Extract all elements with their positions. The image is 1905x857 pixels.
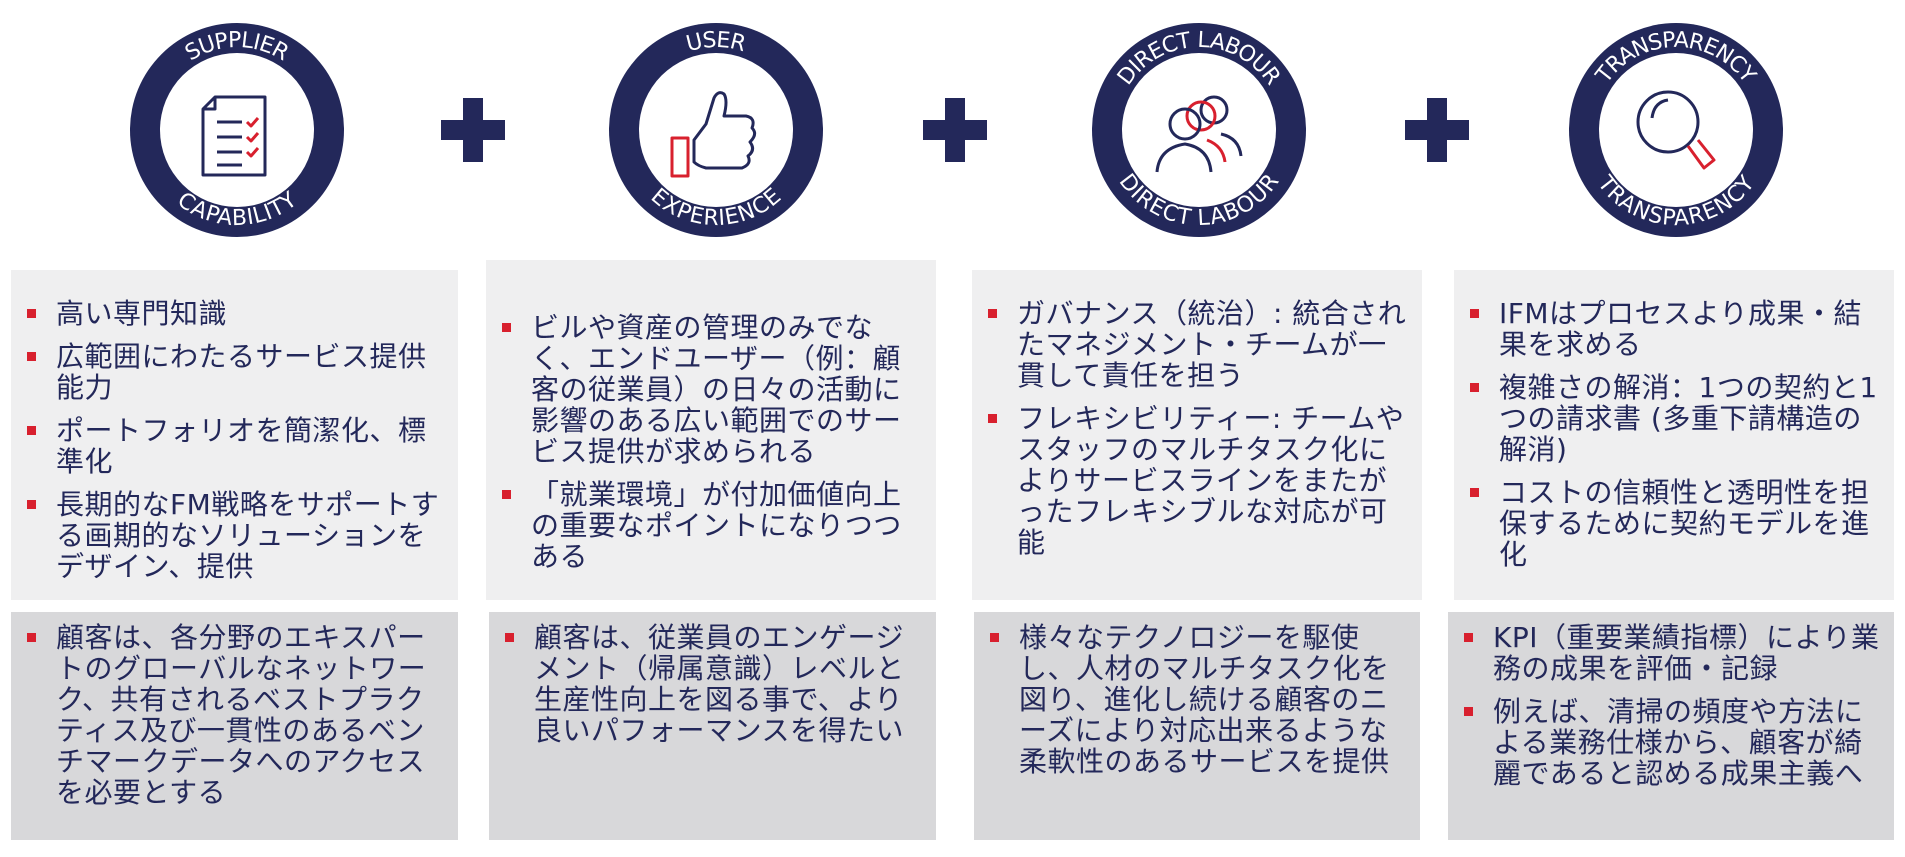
list-item: 様々なテクノロジーを駆使し、人材のマルチタスク化を図り、進化し続ける顧客のニーズ… (974, 622, 1406, 777)
plus-icon (920, 95, 990, 165)
column-3-bottom-panel: 様々なテクノロジーを駆使し、人材のマルチタスク化を図り、進化し続ける顧客のニーズ… (974, 612, 1420, 840)
column-3-top-list: ガバナンス（統治）: 統合されたマネジメント・チームが一貫して責任を担う フレキ… (972, 298, 1408, 558)
list-item: ビルや資産の管理のみでなく、エンドユーザー（例：顧客の従業員）の日々の活動に影響… (486, 312, 922, 467)
separator (972, 600, 1422, 604)
column-1-top-list: 高い専門知識 広範囲にわたるサービス提供能力 ポートフォリオを簡潔化、標準化 長… (11, 298, 444, 582)
list-item: 顧客は、各分野のエキスパートのグローバルなネットワーク、共有されるベストプラクテ… (11, 622, 444, 808)
badge-direct-labour: DIRECT LABOUR DIRECT LABOUR (1079, 10, 1319, 250)
column-1-top-panel: 高い専門知識 広範囲にわたるサービス提供能力 ポートフォリオを簡潔化、標準化 長… (11, 270, 458, 600)
column-4-bottom-panel: KPI（重要業績指標）により業務の成果を評価・記録 例えば、清掃の頻度や方法によ… (1448, 612, 1894, 840)
column-4-top-panel: IFMはプロセスより成果・結果を求める 複雑さの解消：1つの契約と1つの請求書 … (1454, 270, 1894, 600)
people-icon (1155, 95, 1243, 173)
column-3-top-panel: ガバナンス（統治）: 統合されたマネジメント・チームが一貫して責任を担う フレキ… (972, 270, 1422, 600)
list-item: 複雑さの解消：1つの契約と1つの請求書 (多重下請構造の解消) (1454, 372, 1882, 465)
list-item: フレキシビリティー: チームやスタッフのマルチタスク化によりサービスラインをまた… (972, 403, 1408, 558)
list-item: 「就業環境」が付加価値向上の重要なポイントになりつつある (486, 479, 922, 572)
column-4-top-list: IFMはプロセスより成果・結果を求める 複雑さの解消：1つの契約と1つの請求書 … (1454, 298, 1882, 570)
list-item: コストの信頼性と透明性を担保するために契約モデルを進化 (1454, 477, 1882, 570)
column-2-bottom-panel: 顧客は、従業員のエンゲージメント（帰属意識）レベルと生産性向上を図る事で、より良… (489, 612, 936, 840)
plus-icon (1402, 95, 1472, 165)
column-2-top-list: ビルや資産の管理のみでなく、エンドユーザー（例：顧客の従業員）の日々の活動に影響… (486, 312, 922, 572)
list-item: 広範囲にわたるサービス提供能力 (11, 341, 444, 403)
badge-supplier-capability: SUPPLIER CAPABILITY (117, 10, 357, 250)
column-2-bottom-list: 顧客は、従業員のエンゲージメント（帰属意識）レベルと生産性向上を図る事で、より良… (489, 622, 922, 746)
list-item: 例えば、清掃の頻度や方法による業務仕様から、顧客が綺麗であると認める成果主義へ (1448, 696, 1882, 789)
plus-icon (438, 95, 508, 165)
list-item: KPI（重要業績指標）により業務の成果を評価・記録 (1448, 622, 1882, 684)
separator (486, 600, 936, 604)
column-3-bottom-list: 様々なテクノロジーを駆使し、人材のマルチタスク化を図り、進化し続ける顧客のニーズ… (974, 622, 1406, 777)
separator (1454, 600, 1894, 604)
column-1-bottom-panel: 顧客は、各分野のエキスパートのグローバルなネットワーク、共有されるベストプラクテ… (11, 612, 458, 840)
list-item: 顧客は、従業員のエンゲージメント（帰属意識）レベルと生産性向上を図る事で、より良… (489, 622, 922, 746)
column-2-top-panel: ビルや資産の管理のみでなく、エンドユーザー（例：顧客の従業員）の日々の活動に影響… (486, 260, 936, 600)
column-1-bottom-list: 顧客は、各分野のエキスパートのグローバルなネットワーク、共有されるベストプラクテ… (11, 622, 444, 808)
badge-transparency: TRANSPARENCY TRANSPARENCY (1556, 10, 1796, 250)
column-4-bottom-list: KPI（重要業績指標）により業務の成果を評価・記録 例えば、清掃の頻度や方法によ… (1448, 622, 1882, 789)
list-item: 高い専門知識 (11, 298, 444, 329)
list-item: IFMはプロセスより成果・結果を求める (1454, 298, 1882, 360)
checklist-icon (201, 95, 267, 177)
thumbs-up-icon (670, 91, 757, 178)
list-item: ガバナンス（統治）: 統合されたマネジメント・チームが一貫して責任を担う (972, 298, 1408, 391)
list-item: 長期的なFM戦略をサポートする画期的なソリューションをデザイン、提供 (11, 489, 444, 582)
separator (11, 600, 458, 604)
magnifier-icon (1636, 90, 1716, 170)
list-item: ポートフォリオを簡潔化、標準化 (11, 415, 444, 477)
badge-user-experience: USER EXPERIENCE (596, 10, 836, 250)
